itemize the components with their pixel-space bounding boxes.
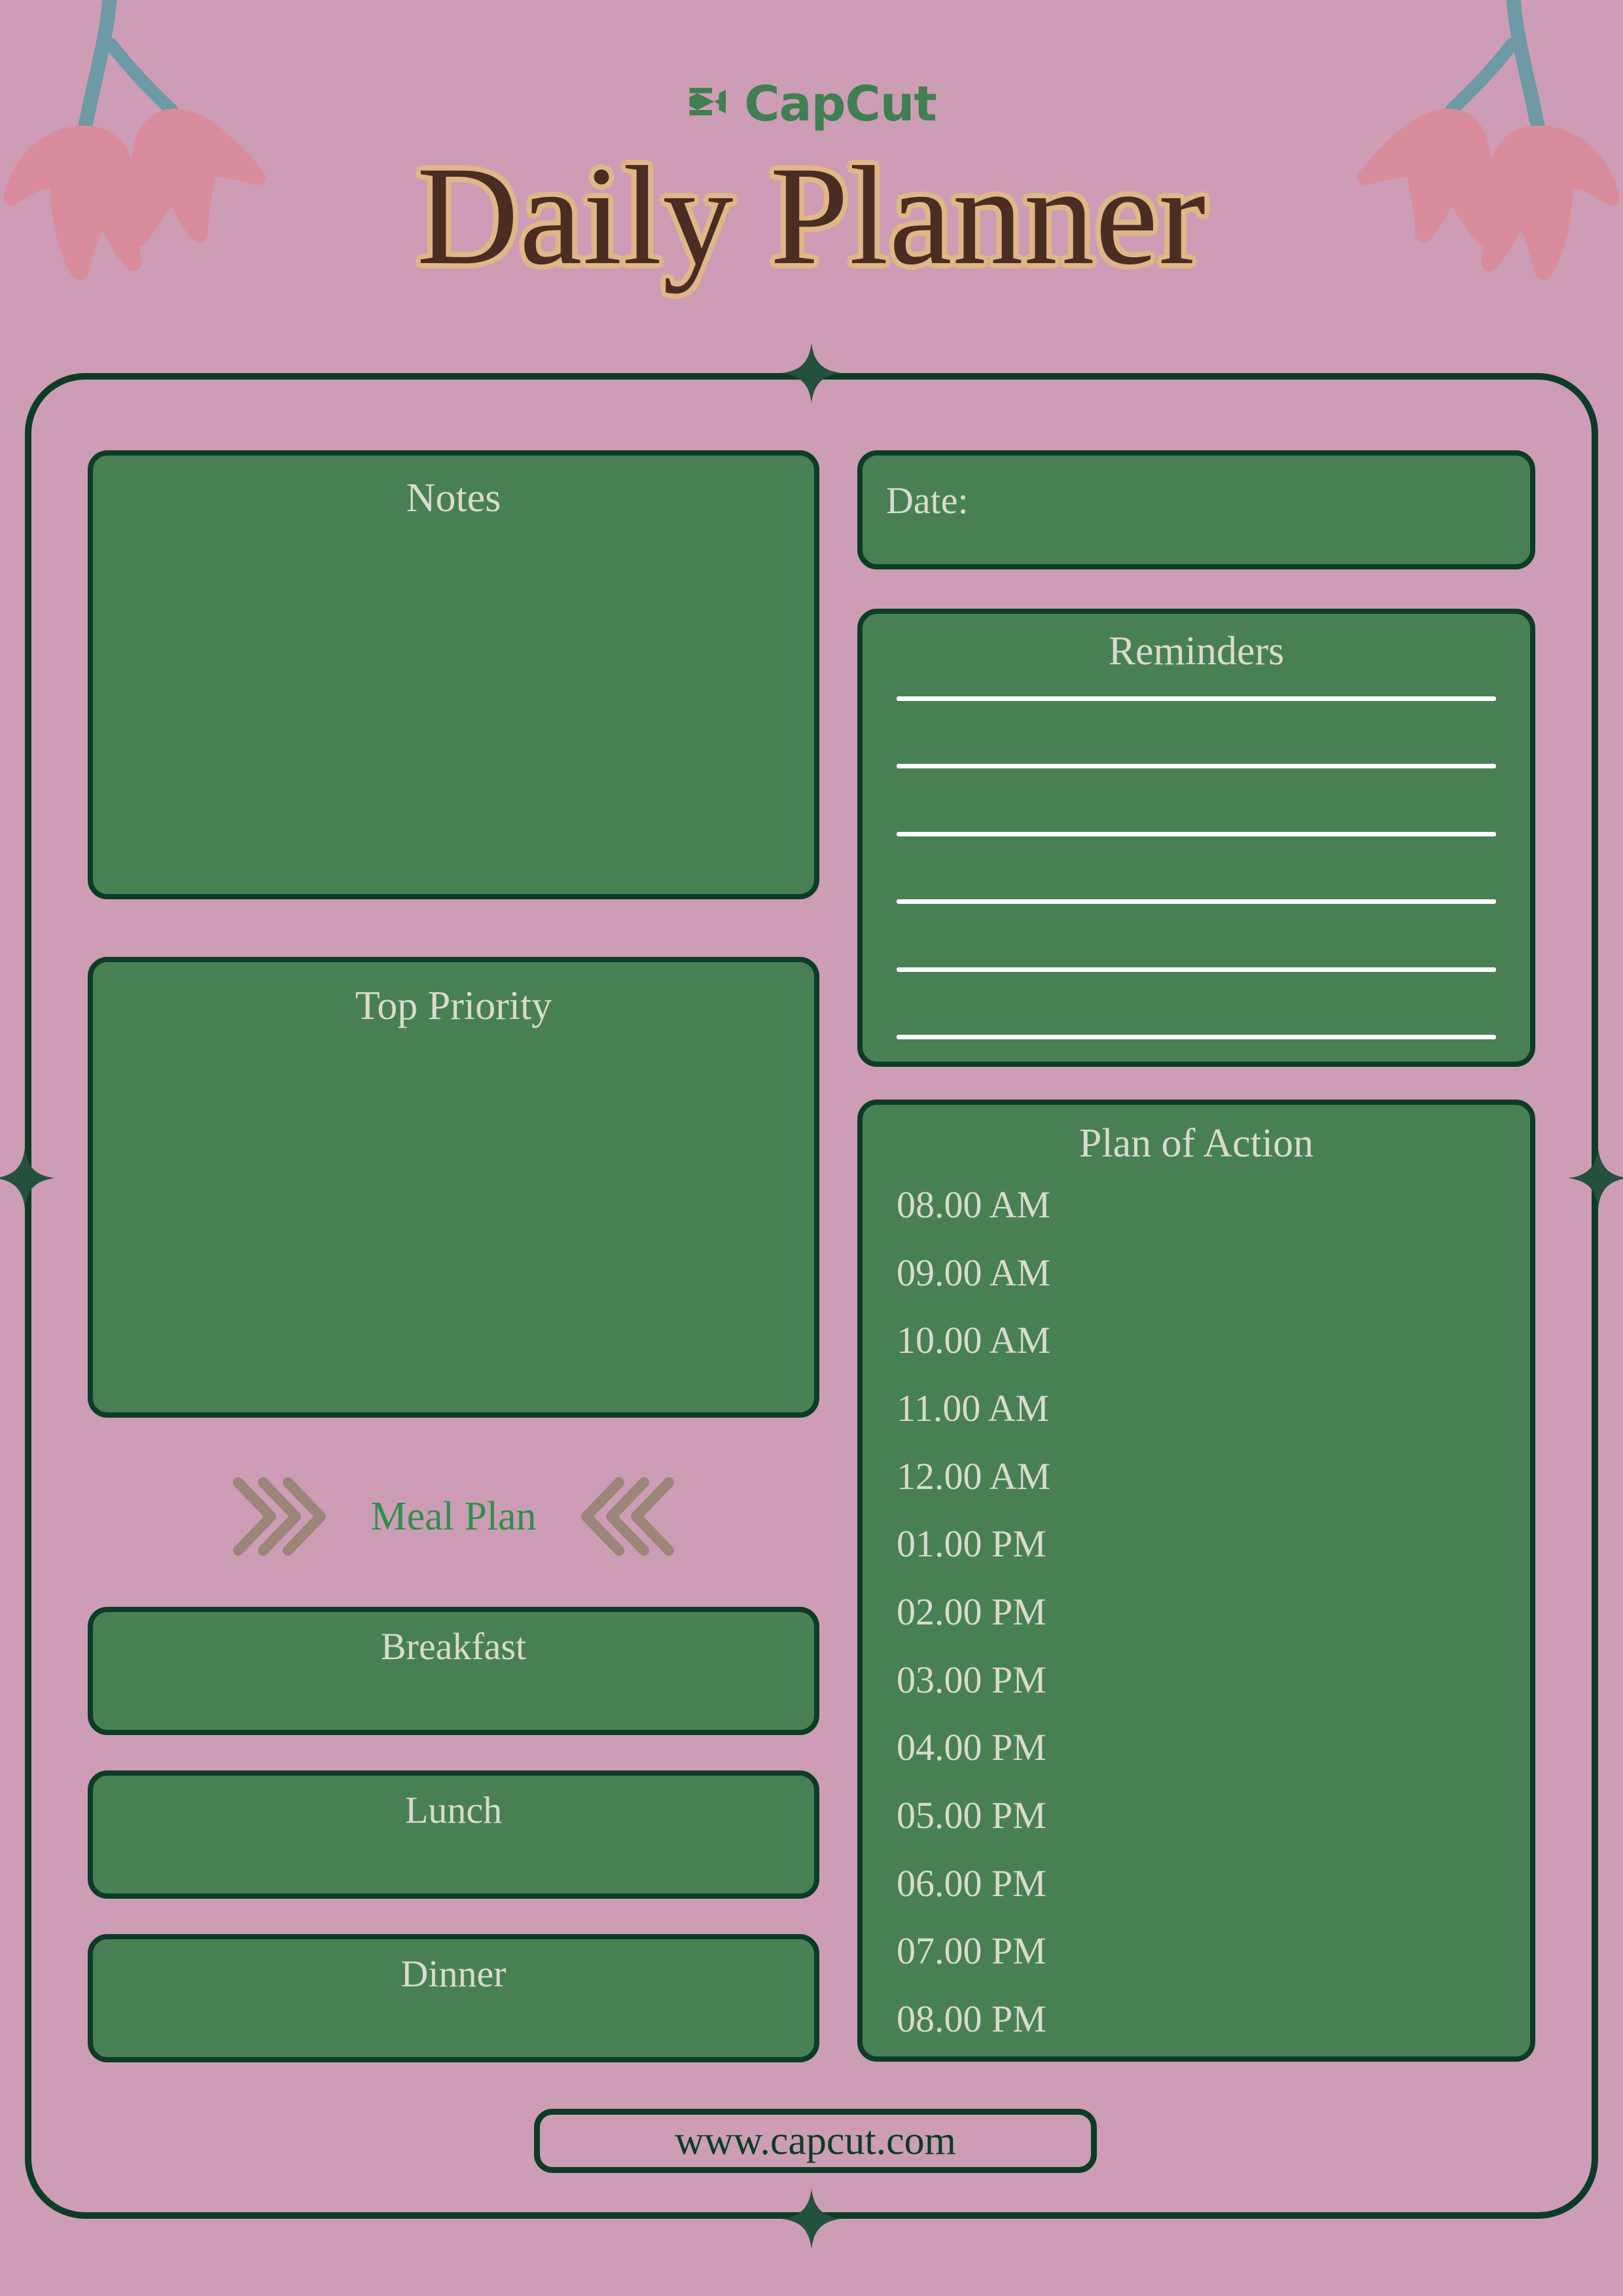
notes-label: Notes (406, 476, 501, 520)
time-slot[interactable]: 12.00 AM (897, 1454, 1051, 1498)
footer-url: www.capcut.com (675, 2119, 956, 2163)
time-slot[interactable]: 03.00 PM (897, 1658, 1046, 1701)
chevrons-left-icon (580, 1475, 678, 1558)
meal-lunch-box[interactable]: Lunch (88, 1770, 819, 1899)
brand-logo-row: CapCut (0, 80, 1623, 128)
meal-label: Lunch (404, 1789, 503, 1831)
time-slot[interactable]: 11.00 AM (897, 1386, 1050, 1429)
top-priority-label: Top Priority (355, 984, 552, 1028)
time-slot[interactable]: 02.00 PM (897, 1590, 1046, 1633)
reminder-line[interactable] (897, 696, 1496, 701)
capcut-logo-icon (687, 86, 730, 122)
reminder-line[interactable] (897, 764, 1496, 769)
plan-of-action-label: Plan of Action (1079, 1121, 1314, 1166)
page-title: Daily Planner (416, 137, 1207, 294)
top-priority-box[interactable]: Top Priority (88, 957, 819, 1418)
time-slot[interactable]: 01.00 PM (897, 1522, 1046, 1566)
sparkle-icon (781, 343, 842, 403)
tulip-flowers-icon (1329, 0, 1623, 288)
reminders-box[interactable]: Reminders (857, 609, 1535, 1067)
meal-label: Breakfast (380, 1625, 527, 1668)
date-field-box[interactable]: Date: (857, 450, 1535, 569)
meal-plan-label: Meal Plan (370, 1494, 537, 1539)
reminder-line[interactable] (897, 831, 1496, 836)
tulip-flowers-icon (0, 0, 294, 288)
time-slot[interactable]: 08.00 AM (897, 1183, 1051, 1226)
reminders-label: Reminders (1108, 629, 1285, 673)
sparkle-icon (781, 2189, 842, 2249)
time-slot[interactable]: 04.00 PM (897, 1726, 1046, 1769)
chevrons-right-icon (229, 1475, 327, 1558)
time-slot[interactable]: 06.00 PM (897, 1861, 1046, 1905)
meal-dinner-box[interactable]: Dinner (88, 1934, 819, 2062)
notes-box[interactable]: Notes (88, 450, 819, 899)
sparkle-icon (0, 1148, 55, 1208)
reminder-line[interactable] (897, 967, 1496, 972)
plan-of-action-list: 08.00 AM 09.00 AM 10.00 AM 11.00 AM 12.0… (897, 1186, 1508, 2038)
meal-label: Dinner (401, 1952, 507, 1995)
meal-breakfast-box[interactable]: Breakfast (88, 1607, 819, 1735)
time-slot[interactable]: 08.00 PM (897, 1997, 1046, 2040)
brand-name: CapCut (744, 76, 937, 132)
plan-of-action-box[interactable]: Plan of Action 08.00 AM 09.00 AM 10.00 A… (857, 1100, 1535, 2062)
reminder-line[interactable] (897, 899, 1496, 905)
time-slot[interactable]: 10.00 AM (897, 1319, 1051, 1362)
time-slot[interactable]: 09.00 AM (897, 1251, 1051, 1294)
date-label: Date: (886, 479, 969, 522)
time-slot[interactable]: 07.00 PM (897, 1929, 1046, 1973)
sparkle-icon (1568, 1148, 1623, 1208)
reminder-line[interactable] (897, 1034, 1496, 1039)
footer-url-pill[interactable]: www.capcut.com (534, 2109, 1097, 2173)
time-slot[interactable]: 05.00 PM (897, 1793, 1046, 1837)
meal-plan-heading: Meal Plan (88, 1461, 819, 1572)
reminder-lines (897, 696, 1496, 1039)
